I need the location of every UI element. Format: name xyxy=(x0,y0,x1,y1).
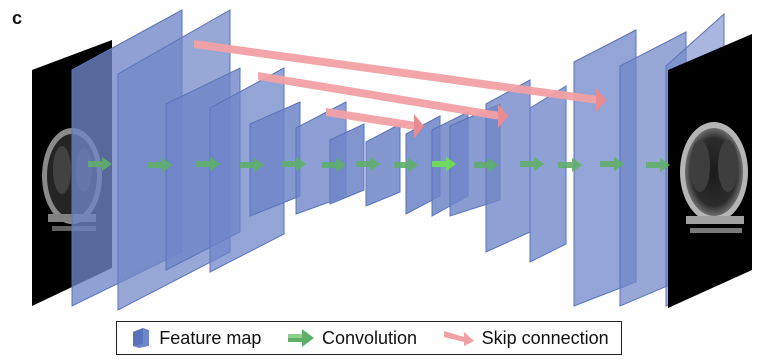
panel-label: c xyxy=(12,8,23,28)
feature-maps xyxy=(71,9,725,311)
convolution-arrow xyxy=(356,157,380,171)
legend: Feature map Convolution Skip connection xyxy=(116,321,622,355)
output-ct-scan xyxy=(668,34,752,308)
convolution-arrows xyxy=(88,157,670,172)
feature-map-enc4b xyxy=(365,123,401,207)
legend-label-skip-connection: Skip connection xyxy=(481,327,609,348)
convolution-arrow xyxy=(282,157,306,171)
skip-connections xyxy=(194,40,606,138)
convolution-arrow xyxy=(322,158,346,172)
feature-map-cube-icon xyxy=(133,328,150,348)
convolution-arrow xyxy=(520,157,544,171)
convolution-arrow xyxy=(88,157,112,171)
skip-connection-2 xyxy=(258,72,508,128)
feature-map-dec2a xyxy=(529,85,567,263)
convolution-arrow xyxy=(432,157,456,171)
legend-item-feature-map: Feature map xyxy=(129,326,261,350)
legend-label-feature-map: Feature map xyxy=(159,327,262,348)
legend-label-convolution: Convolution xyxy=(321,327,418,348)
legend-item-convolution: Convolution xyxy=(286,328,417,349)
convolution-arrow xyxy=(394,158,418,172)
convolution-arrow xyxy=(646,158,670,172)
convolution-arrow xyxy=(558,158,582,172)
skip-connection-3 xyxy=(326,108,424,138)
convolution-arrow xyxy=(474,158,498,172)
convolution-arrow xyxy=(196,157,220,171)
convolution-arrow xyxy=(240,158,264,172)
convolution-arrow xyxy=(148,158,172,172)
convolution-arrow-icon xyxy=(287,329,314,347)
feature-map-enc4a xyxy=(329,123,365,205)
skip-connection-1 xyxy=(194,40,606,112)
convolution-arrow xyxy=(600,157,624,171)
legend-item-skip-connection: Skip connection xyxy=(442,328,609,349)
architecture-diagram xyxy=(32,9,752,311)
skip-connection-arrow-icon xyxy=(443,331,474,346)
